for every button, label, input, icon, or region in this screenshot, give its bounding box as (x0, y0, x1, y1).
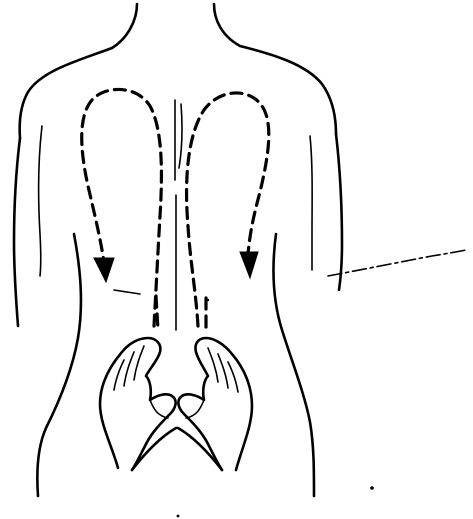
torso-right-outline (274, 234, 314, 496)
stray-dot-3 (207, 299, 209, 301)
left-hand-finger-1 (114, 360, 124, 390)
left-forearm-outline (132, 428, 176, 470)
stray-line-right (328, 250, 466, 276)
left-lower-guide (156, 296, 158, 330)
right-arrowhead-icon (240, 252, 258, 278)
left-hand-finger-3 (134, 346, 144, 380)
right-hand-thumb (186, 400, 204, 418)
right-arm-outline (336, 134, 342, 290)
left-hand-outline (100, 338, 176, 470)
right-hand-finger-1 (228, 362, 238, 392)
right-hand-finger-2 (218, 354, 228, 388)
right-hand-outline (178, 338, 252, 470)
left-hand-thumb (150, 400, 168, 418)
right-forearm-outline (178, 428, 222, 470)
left-underarm-line (39, 126, 42, 276)
right-underarm-line (310, 136, 312, 270)
right-shoulder-outline (240, 46, 336, 134)
left-arrowhead-icon (94, 258, 114, 282)
neck-right-outline (214, 4, 240, 46)
torso-left-outline (37, 234, 81, 496)
spine-shadow (179, 104, 182, 168)
right-stroke-path (187, 93, 269, 326)
left-arm-outline (14, 138, 20, 326)
stray-dot-2 (177, 515, 180, 518)
right-hand-finger-3 (208, 348, 218, 382)
stray-dot (370, 486, 374, 490)
neck-left-outline (112, 4, 137, 48)
left-return-tick (114, 290, 140, 294)
left-hand-finger-2 (124, 352, 134, 386)
